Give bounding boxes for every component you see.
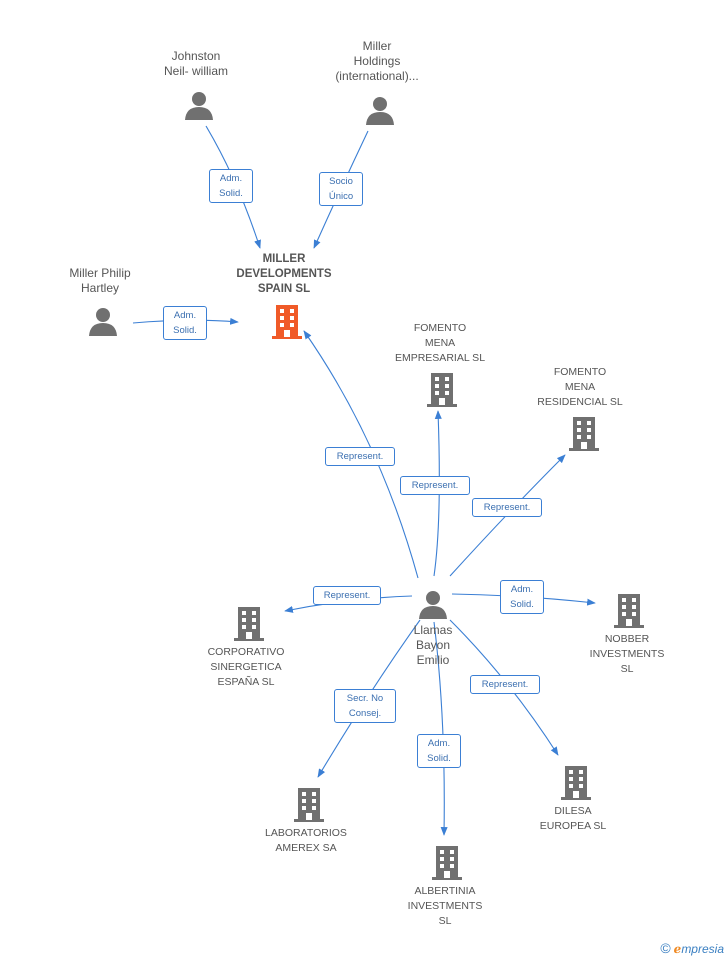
brand-logo-text: mpresia bbox=[681, 942, 724, 956]
edge-llamas-albertinia bbox=[433, 621, 448, 836]
person-icon[interactable] bbox=[88, 306, 118, 336]
edge-label-llamas-fomento-emp[interactable]: Represent. bbox=[400, 476, 470, 495]
node-johnston-label[interactable]: Johnston Neil- william bbox=[163, 49, 228, 78]
node-fomento-empresarial-label[interactable]: FOMENTO MENA EMPRESARIAL SL bbox=[394, 322, 486, 364]
node-main-label[interactable]: MILLER DEVELOPMENTS SPAIN SL bbox=[236, 253, 332, 295]
building-icon[interactable] bbox=[293, 786, 325, 822]
building-icon[interactable] bbox=[613, 592, 645, 628]
edge-label-holdings-main[interactable]: Socio Único bbox=[319, 172, 363, 206]
node-miller-holdings-label[interactable]: Miller Holdings (international)... bbox=[335, 39, 419, 83]
node-fomento-residencial-label[interactable]: FOMENTO MENA RESIDENCIAL SL bbox=[537, 366, 623, 408]
edge-label-llamas-nobber[interactable]: Adm. Solid. bbox=[500, 580, 544, 614]
building-icon-main[interactable] bbox=[271, 303, 303, 339]
node-corporativo-label[interactable]: CORPORATIVO SINERGETICA ESPAÑA SL bbox=[207, 646, 285, 688]
copyright-symbol: © bbox=[660, 940, 671, 956]
edge-llamas-fomento-emp bbox=[433, 410, 442, 577]
brand-footer[interactable]: ©ℯmpresia bbox=[660, 940, 724, 956]
person-icon[interactable] bbox=[365, 95, 395, 125]
building-icon[interactable] bbox=[233, 605, 265, 641]
building-icon[interactable] bbox=[431, 844, 463, 880]
node-miller-philip-label[interactable]: Miller Philip Hartley bbox=[69, 266, 131, 295]
node-llamas-label[interactable]: Llamas Bayon Emilio bbox=[413, 623, 453, 667]
edge-label-llamas-albertinia[interactable]: Adm. Solid. bbox=[417, 734, 461, 768]
edge-label-llamas-laboratorios[interactable]: Secr. No Consej. bbox=[334, 689, 396, 723]
person-icon[interactable] bbox=[184, 90, 214, 120]
edge-label-llamas-corporativo[interactable]: Represent. bbox=[313, 586, 381, 605]
node-albertinia-label[interactable]: ALBERTINIA INVESTMENTS SL bbox=[407, 885, 483, 927]
node-dilesa-label[interactable]: DILESA EUROPEA SL bbox=[539, 805, 607, 832]
edge-label-philip-main[interactable]: Adm. Solid. bbox=[163, 306, 207, 340]
person-icon[interactable] bbox=[418, 589, 448, 619]
building-icon[interactable] bbox=[426, 371, 458, 407]
edge-label-llamas-fomento-res[interactable]: Represent. bbox=[472, 498, 542, 517]
building-icon[interactable] bbox=[568, 415, 600, 451]
brand-logo-initial: ℯ bbox=[673, 942, 682, 956]
building-icon[interactable] bbox=[560, 764, 592, 800]
edge-label-johnston-main[interactable]: Adm. Solid. bbox=[209, 169, 253, 203]
node-nobber-label[interactable]: NOBBER INVESTMENTS SL bbox=[589, 633, 665, 675]
edge-label-llamas-dilesa[interactable]: Represent. bbox=[470, 675, 540, 694]
edge-label-llamas-main[interactable]: Represent. bbox=[325, 447, 395, 466]
node-laboratorios-label[interactable]: LABORATORIOS AMEREX SA bbox=[265, 827, 347, 854]
